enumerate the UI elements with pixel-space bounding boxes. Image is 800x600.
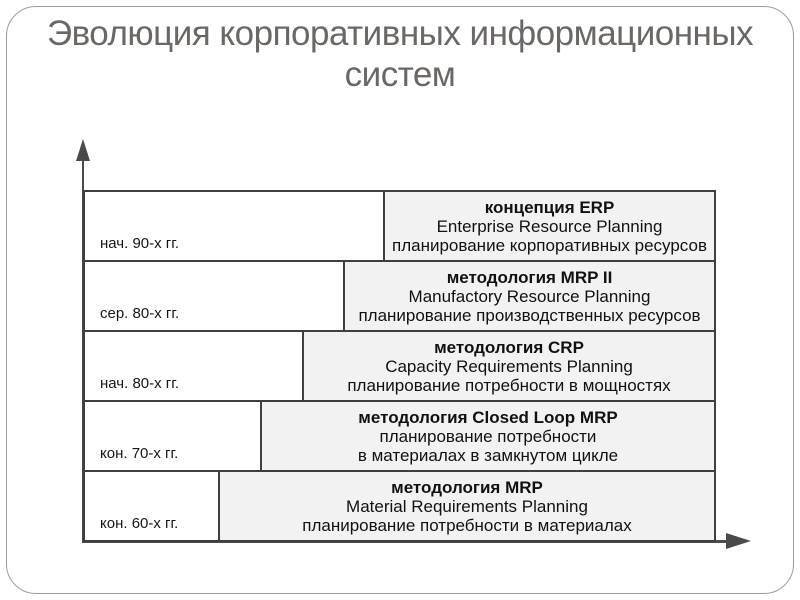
timeline-row-erp: нач. 90-х гг. концепция ERP Enterprise R… [83,190,716,262]
method-heading: методология MRP II [446,267,613,287]
x-axis-arrow-icon [726,533,751,549]
method-heading: концепция ERP [484,197,615,217]
method-box-crp: методология CRP Capacity Requirements Pl… [302,332,714,400]
method-line: Manufactory Resource Planning [408,286,651,306]
method-line: планирование потребности [379,426,597,446]
timeline-rows: нач. 90-х гг. концепция ERP Enterprise R… [83,190,716,542]
era-label: нач. 90-х гг. [100,235,180,252]
timeline-row-crp: нач. 80-х гг. методология CRP Capacity R… [83,330,716,402]
era-label: нач. 80-х гг. [100,375,180,392]
era-label: кон. 70-х гг. [100,445,179,462]
slide-title-line2: систем [344,55,456,94]
method-line: планирование корпоративных ресурсов [392,235,707,255]
method-line: в материалах в замкнутом цикле [357,445,619,465]
method-box-erp: концепция ERP Enterprise Resource Planni… [383,192,714,260]
method-box-mrp: методология MRP Material Requirements Pl… [218,472,714,540]
method-line: планирование производственных ресурсов [358,305,701,325]
timeline-row-mrp2: сер. 80-х гг. методология MRP II Manufac… [83,260,716,332]
method-line: Enterprise Resource Planning [436,216,663,236]
method-line: Material Requirements Planning [346,496,588,516]
y-axis-arrow-icon [76,139,90,161]
timeline-row-mrp: кон. 60-х гг. методология MRP Material R… [83,470,716,542]
method-line: планирование потребности в мощностях [347,375,671,395]
method-heading: методология Closed Loop MRP [358,407,618,427]
method-box-closed-loop-mrp: методология Closed Loop MRP планирование… [260,402,714,470]
method-heading: методология CRP [434,337,584,357]
method-line: Capacity Requirements Planning [385,356,633,376]
method-box-mrp2: методология MRP II Manufactory Resource … [343,262,714,330]
method-heading: методология MRP [391,477,543,497]
era-label: сер. 80-х гг. [100,305,180,322]
slide-title-line1: Эволюция корпоративных информационных [46,14,754,53]
method-line: планирование потребности в материалах [302,515,632,535]
era-label: кон. 60-х гг. [100,515,179,532]
timeline-row-closed-loop-mrp: кон. 70-х гг. методология Closed Loop MR… [83,400,716,472]
